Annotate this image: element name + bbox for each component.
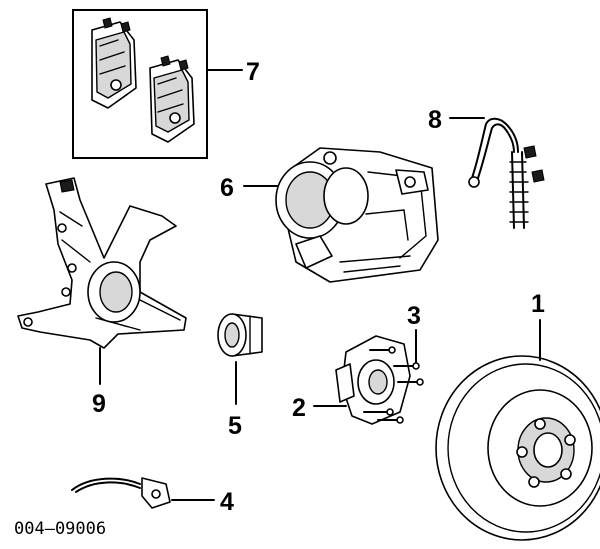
- callout-bearing: 5: [228, 412, 242, 440]
- figure-code: 004—09006: [14, 519, 106, 539]
- callout-brake-pads: 7: [246, 58, 260, 86]
- callout-steering-knuckle: 9: [92, 390, 106, 418]
- steering-knuckle-part[interactable]: 9: [17, 177, 187, 418]
- callout-brake-hose: 8: [428, 106, 442, 134]
- callout-hub-bearing: 2: [292, 394, 306, 422]
- brake-pads-part[interactable]: 7: [72, 9, 260, 159]
- callout-abs-sensor: 4: [220, 488, 234, 516]
- brake-rotor-part[interactable]: 1: [435, 290, 600, 541]
- abs-sensor-part[interactable]: 4: [71, 477, 234, 516]
- bearing-part[interactable]: 5: [217, 313, 263, 440]
- caliper-part[interactable]: 6: [220, 147, 439, 283]
- callout-brake-rotor: 1: [531, 290, 545, 318]
- callout-wheel-stud: 3: [407, 302, 421, 330]
- hub-bearing-part[interactable]: 2: [292, 335, 411, 425]
- callout-caliper: 6: [220, 174, 234, 202]
- brake-pads-box: [72, 9, 208, 159]
- brake-hose-part[interactable]: 8: [428, 106, 545, 229]
- wheel-stud-part[interactable]: 3: [363, 302, 424, 424]
